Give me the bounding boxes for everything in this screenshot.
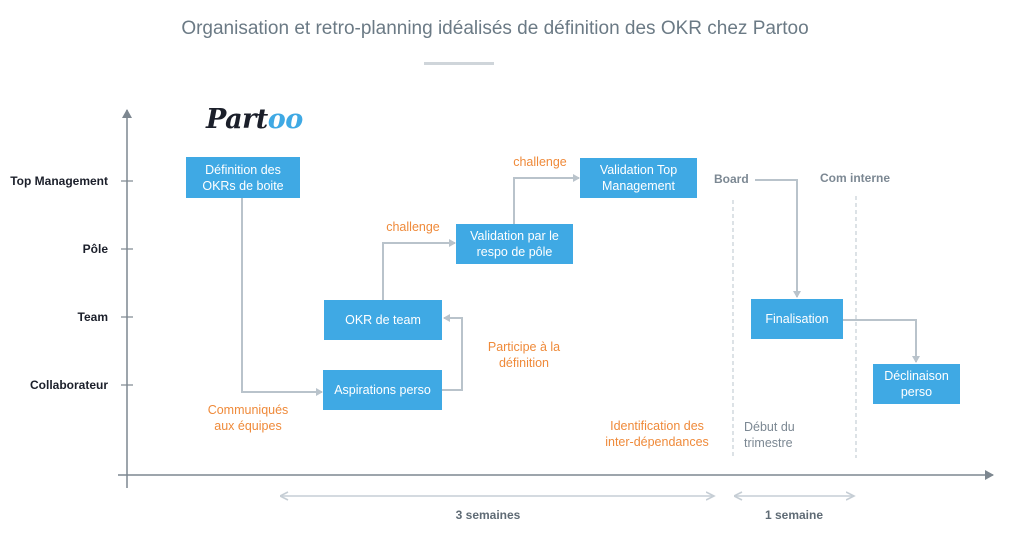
partoo-logo: Partoo	[206, 104, 303, 135]
box-okr-team: OKR de team	[324, 300, 442, 340]
title-divider	[424, 62, 494, 65]
connector-validation-pole-to-validation-top	[513, 174, 580, 224]
connector-board-to-finalisation	[755, 179, 801, 298]
level-label-team: Team	[77, 310, 108, 324]
connector-okr-team-to-validation-pole	[382, 239, 456, 300]
box-finalisation: Finalisation	[751, 299, 843, 339]
note-identification: Identification des inter-dépendances	[605, 419, 709, 449]
milestone-board: Board	[714, 172, 749, 186]
box-validation-top-management: Validation Top Management	[580, 158, 697, 198]
note-challenge-2: challenge	[513, 155, 567, 169]
duration-three-weeks: 3 semaines	[455, 508, 521, 522]
box-aspirations-perso: Aspirations perso	[323, 370, 442, 410]
note-participe: Participe à la définition	[487, 340, 561, 370]
milestone-debut-trimestre: Début du trimestre	[744, 420, 795, 450]
duration-one-week: 1 semaine	[764, 508, 824, 522]
connector-aspirations-to-okr-team	[442, 314, 463, 391]
box-declinaison-perso: Déclinaison perso	[873, 364, 960, 404]
page-title: Organisation et retro-planning idéalisés…	[181, 18, 809, 39]
level-label-pole: Pôle	[82, 242, 108, 256]
level-label-top-management: Top Management	[10, 174, 108, 188]
note-challenge-1: challenge	[386, 220, 440, 234]
connector-definition-to-aspirations	[241, 198, 323, 396]
note-communiques: Communiqués aux équipes	[207, 403, 289, 433]
connector-finalisation-to-declinaison	[843, 319, 920, 363]
box-validation-pole: Validation par le respo de pôle	[456, 224, 573, 264]
milestone-com-interne: Com interne	[820, 171, 891, 185]
level-label-collaborateur: Collaborateur	[29, 378, 108, 392]
box-definition-okrs: Définition des OKRs de boite	[186, 157, 300, 198]
